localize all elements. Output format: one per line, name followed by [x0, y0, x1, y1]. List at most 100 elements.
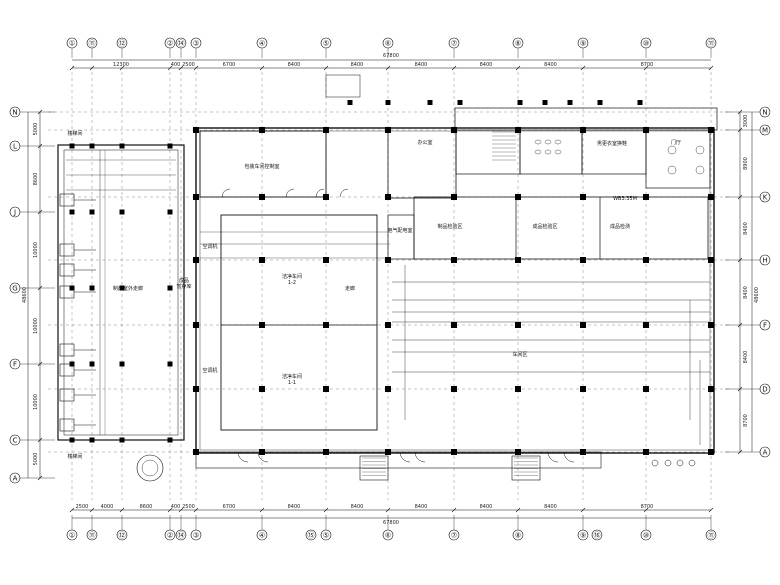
dim-bottom-segment: 2500 — [182, 504, 195, 510]
column — [385, 127, 391, 133]
axis-label-right: N — [762, 109, 767, 117]
axis-label-top: ⑪ — [89, 40, 96, 48]
column-top — [517, 100, 523, 105]
axis-label-bottom: ⑦ — [451, 532, 457, 540]
axis-label-bottom-extra: ⑮ — [308, 532, 315, 540]
seat — [695, 145, 705, 155]
column — [515, 386, 521, 392]
column-left-wing — [119, 285, 125, 291]
wall-stair-bottom — [359, 455, 389, 481]
axis-bubble-top — [382, 37, 394, 49]
column — [259, 257, 265, 263]
column — [643, 127, 649, 133]
axis-bubble-bottom — [86, 529, 98, 541]
dim-right-segment: 8400 — [743, 351, 749, 364]
room-lab-c: 成品检测 — [610, 223, 630, 230]
axis-bubble-top — [640, 37, 652, 49]
seat — [695, 165, 705, 175]
axis-label-left: L — [13, 143, 17, 151]
column — [708, 127, 714, 133]
dim-tick — [385, 65, 391, 71]
axis-label-bottom: ⑩ — [643, 532, 649, 540]
dim-bottom-segment: 8400 — [544, 504, 557, 510]
dim-bottom-segment: 6700 — [223, 504, 236, 510]
dim-tick — [167, 65, 173, 71]
fixture — [554, 139, 562, 145]
axis-label-bottom: ① — [69, 532, 75, 540]
column — [193, 386, 199, 392]
dim-tick — [37, 475, 43, 481]
dim-tick — [37, 143, 43, 149]
dim-left-segment: 8600 — [33, 173, 39, 186]
dim-right-segment: 3000 — [743, 115, 749, 128]
column — [643, 194, 649, 200]
column — [193, 449, 199, 455]
dim-tick — [119, 507, 125, 513]
axis-bubble-left — [9, 206, 21, 218]
seat — [667, 145, 677, 155]
column — [193, 257, 199, 263]
axis-label-bottom: ⑪ — [708, 532, 715, 540]
axis-label-top: ⑤ — [323, 40, 329, 48]
dim-top-segment: 8400 — [544, 62, 557, 68]
dim-tick — [323, 65, 329, 71]
column-left-wing — [69, 143, 75, 149]
column-top — [427, 100, 433, 105]
dim-right-segment: 8400 — [743, 222, 749, 235]
column — [259, 449, 265, 455]
dim-tick — [37, 209, 43, 215]
column-top — [347, 100, 353, 105]
dim-tick — [119, 65, 125, 71]
dim-tick — [515, 507, 521, 513]
axis-bubble-top — [175, 37, 187, 49]
axis-bubble-left — [9, 106, 21, 118]
door-swing — [414, 451, 426, 463]
axis-label-top: ⑦ — [451, 40, 457, 48]
axis-bubble-bottom — [640, 529, 652, 541]
dim-tick — [89, 65, 95, 71]
axis-label-right: A — [763, 449, 768, 457]
axis-bubble-top — [66, 37, 78, 49]
dim-tick — [737, 109, 743, 115]
axis-bubble-bottom — [512, 529, 524, 541]
tank-circle-inner — [141, 459, 159, 477]
wall-top-box — [325, 74, 361, 98]
dim-right-segment: 8700 — [743, 414, 749, 427]
columns — [69, 100, 714, 455]
dim-bottom-segment: 4000 — [101, 504, 114, 510]
column-left-wing — [119, 361, 125, 367]
dim-tick — [737, 322, 743, 328]
door-swing — [237, 451, 249, 463]
fixture — [534, 149, 542, 155]
axis-label-top: ⑫ — [119, 40, 126, 48]
axis-label-right: M — [762, 127, 768, 135]
dim-tick — [37, 285, 43, 291]
column — [580, 322, 586, 328]
door-swing — [285, 188, 295, 198]
column — [451, 257, 457, 263]
room-corridor: 走廊 — [345, 285, 355, 292]
axis-label-right: K — [763, 194, 768, 202]
column-left-wing — [167, 209, 173, 215]
dim-tick — [193, 507, 199, 513]
dim-left-segment: 10000 — [33, 242, 39, 258]
room-code: WB3.35M — [613, 196, 637, 202]
axis-bubble-right — [759, 124, 771, 136]
column-left-wing — [89, 209, 95, 215]
column-left-wing — [119, 143, 125, 149]
axis-bubble-top — [86, 37, 98, 49]
column-top — [457, 100, 463, 105]
fixture — [554, 149, 562, 155]
details — [59, 131, 710, 476]
axis-bubble-top — [256, 37, 268, 49]
axis-bubble-bottom — [66, 529, 78, 541]
dim-top-segment: 400 — [171, 62, 181, 68]
column — [193, 322, 199, 328]
column — [643, 257, 649, 263]
axis-bubble-right — [759, 383, 771, 395]
column — [259, 127, 265, 133]
column — [323, 386, 329, 392]
